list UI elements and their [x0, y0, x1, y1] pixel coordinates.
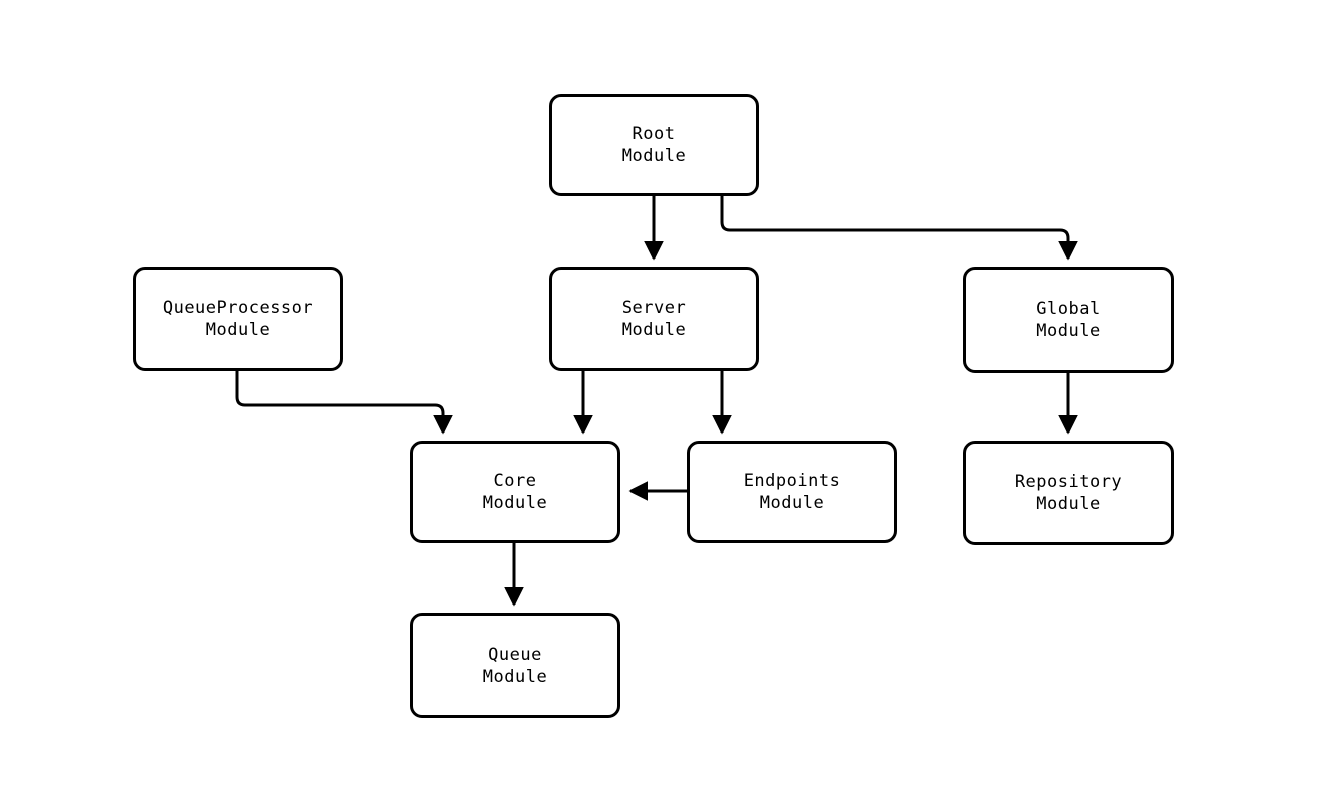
node-server-module-label-line2: Module	[621, 320, 687, 340]
node-root-module-label-line1: Root	[632, 124, 676, 144]
node-queueprocessor-module-label-line2: Module	[205, 320, 271, 340]
node-root-module[interactable]: Root Module	[549, 94, 759, 196]
node-endpoints-module[interactable]: Endpoints Module	[687, 441, 897, 543]
node-global-module[interactable]: Global Module	[963, 267, 1174, 373]
node-repository-module[interactable]: Repository Module	[963, 441, 1174, 545]
node-endpoints-module-label-line2: Module	[759, 493, 825, 513]
edge-queueprocessor-to-core	[235, 371, 453, 435]
node-global-module-label-line1: Global	[1036, 299, 1101, 319]
node-root-module-label-line2: Module	[621, 146, 687, 166]
node-queue-module-label-line2: Module	[482, 666, 548, 687]
node-repository-module-label-line1: Repository	[1014, 472, 1123, 492]
node-server-module-label-line1: Server	[621, 298, 687, 318]
node-queueprocessor-module-label-line1: QueueProcessor	[162, 298, 314, 318]
edge-root-to-global	[720, 196, 1078, 261]
node-queue-module[interactable]: Queue Module	[410, 613, 620, 718]
node-server-module[interactable]: Server Module	[549, 267, 759, 371]
node-core-module-label-line1: Core	[493, 471, 537, 491]
node-global-module-label-line2: Module	[1036, 321, 1101, 341]
node-endpoints-module-label-line1: Endpoints	[743, 471, 841, 491]
node-queueprocessor-module[interactable]: QueueProcessor Module	[133, 267, 343, 371]
node-core-module-label-line2: Module	[482, 493, 548, 513]
node-queue-module-label-line1: Queue	[488, 644, 542, 665]
node-core-module[interactable]: Core Module	[410, 441, 620, 543]
node-repository-module-label-line2: Module	[1036, 494, 1101, 514]
